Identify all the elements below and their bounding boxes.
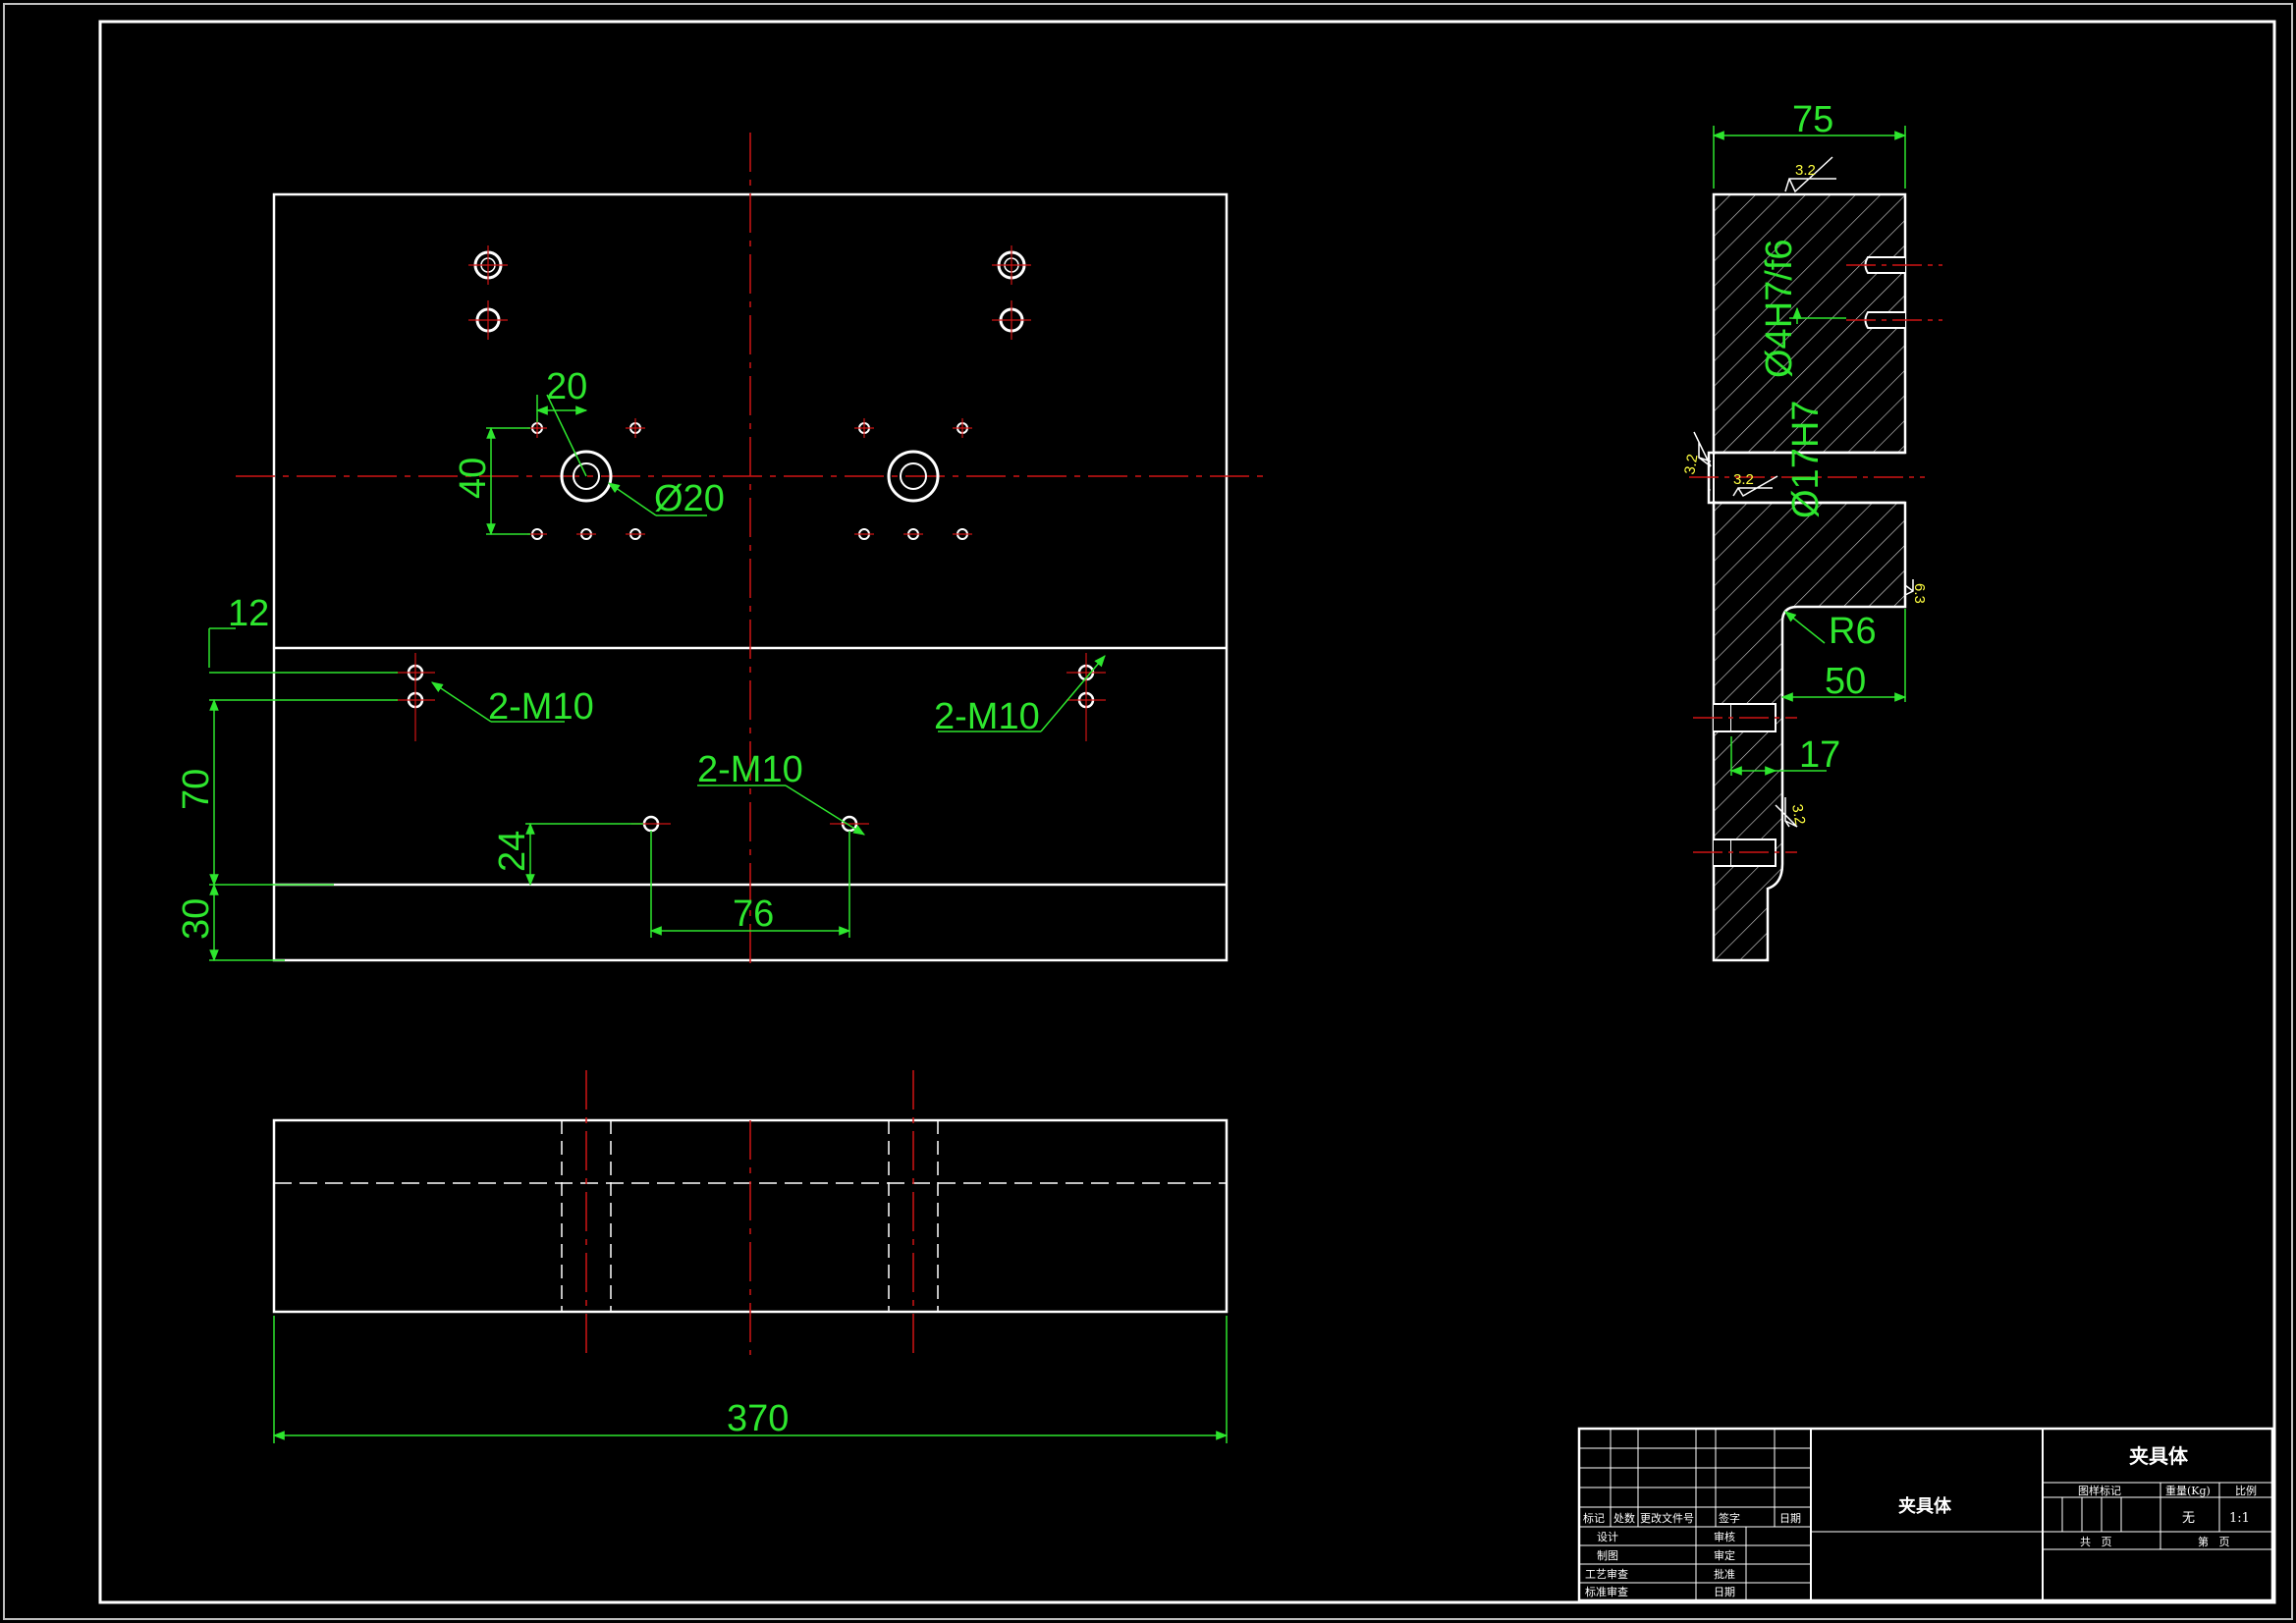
side-view-centerlines <box>1689 264 1942 853</box>
dim-50: 50 <box>1825 661 1866 702</box>
tb-page-no: 第 页 <box>2198 1535 2230 1548</box>
tb-weight-value: 无 <box>2182 1511 2195 1526</box>
fit-17h7: Ø17H7 <box>1785 401 1827 518</box>
pin-holes-top <box>468 245 1031 340</box>
top-view: 370 <box>272 1070 1229 1443</box>
dim-12: 12 <box>228 593 269 634</box>
tb-row-check: 审核 <box>1714 1530 1735 1543</box>
dim-70: 70 <box>176 769 217 810</box>
bore-groups <box>527 418 972 540</box>
dim-75: 75 <box>1792 99 1833 140</box>
thread-callout-center: 2-M10 <box>697 749 803 790</box>
tb-col-signature: 签字 <box>1719 1511 1740 1525</box>
dim-76: 76 <box>733 893 774 935</box>
roughness-symbols <box>1693 156 1914 828</box>
tb-col-count: 处数 <box>1613 1512 1635 1525</box>
top-view-centerlines <box>585 1070 914 1355</box>
tb-col-date: 日期 <box>1779 1512 1801 1525</box>
dim-17: 17 <box>1799 734 1840 776</box>
tb-row-standard: 标准审查 <box>1585 1585 1628 1598</box>
tb-col-marker: 标记 <box>1583 1511 1605 1525</box>
tb-stage-mark: 图样标记 <box>2078 1484 2121 1497</box>
tb-scale-value: 1:1 <box>2229 1511 2250 1526</box>
thread-callout-right: 2-M10 <box>934 696 1040 737</box>
outer-border <box>3 3 2293 1620</box>
top-view-hidden-bores <box>561 1120 939 1312</box>
dim-r6: R6 <box>1829 611 1877 652</box>
side-view-dimensions <box>1712 126 1907 776</box>
tb-row-date: 日期 <box>1714 1586 1735 1598</box>
title-part-name-small: 夹具体 <box>1898 1495 1952 1517</box>
tb-total-pages: 共 页 <box>2080 1536 2112 1548</box>
front-view-dimensions <box>208 394 1106 962</box>
side-view: 75 Ø4H7/f6 Ø17H7 R6 50 17 3.2 3.2 3.2 3.… <box>1681 99 1942 962</box>
roughness-lower: 3.2 <box>1788 803 1808 826</box>
title-block <box>1577 1427 2274 1602</box>
tb-row-draw: 制图 <box>1597 1549 1618 1562</box>
tb-row-design: 设计 <box>1597 1531 1618 1543</box>
front-view: 20 40 Ø20 12 70 30 24 76 2-M10 2-M10 2-M… <box>176 133 1267 967</box>
title-part-name-big: 夹具体 <box>2129 1444 2189 1468</box>
tb-row-process: 工艺审查 <box>1585 1567 1628 1581</box>
tb-row-approve: 审定 <box>1714 1548 1735 1562</box>
fit-4h7-f6: Ø4H7/f6 <box>1759 239 1800 378</box>
dim-20: 20 <box>546 366 587 407</box>
roughness-top: 3.2 <box>1795 162 1816 179</box>
tb-weight: 重量(Kg) <box>2165 1484 2211 1497</box>
dim-dia-20: Ø20 <box>654 478 725 519</box>
dim-370: 370 <box>727 1398 789 1439</box>
thread-callout-left: 2-M10 <box>488 686 594 728</box>
roughness-bore: 3.2 <box>1733 471 1754 488</box>
dim-40: 40 <box>453 458 494 499</box>
dim-24: 24 <box>492 831 533 872</box>
dim-30: 30 <box>176 898 217 940</box>
tb-scale: 比例 <box>2235 1484 2257 1497</box>
inner-border <box>98 20 2276 1604</box>
tb-col-change-doc: 更改文件号 <box>1640 1511 1694 1525</box>
roughness-right: 6.3 <box>1911 583 1928 604</box>
tb-row-ratify: 批准 <box>1714 1567 1735 1581</box>
roughness-left: 3.2 <box>1681 453 1701 475</box>
top-view-dimension <box>272 1316 1229 1443</box>
